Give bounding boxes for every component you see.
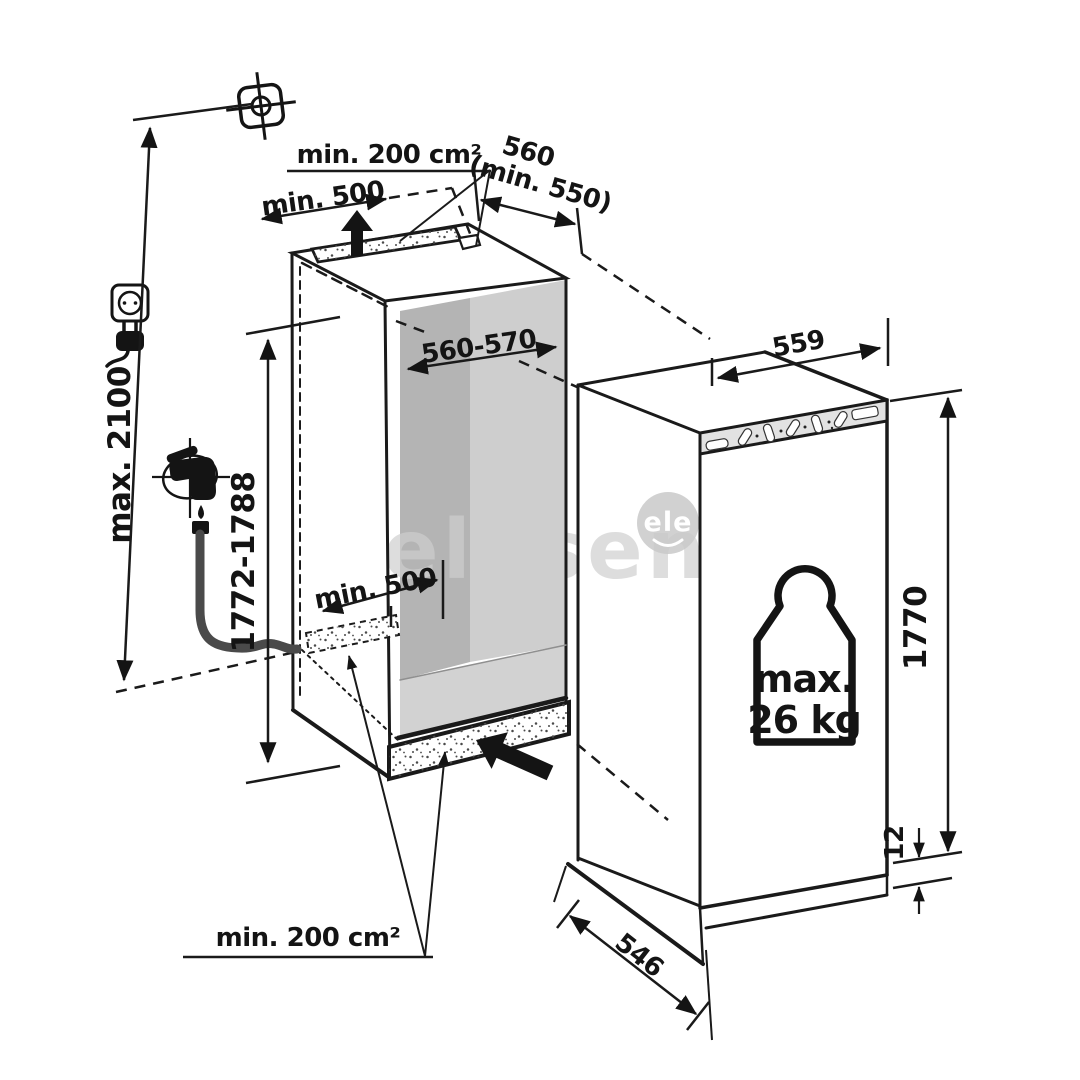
dimension-lines [116, 102, 963, 1041]
weight-max-label: max. [754, 657, 854, 701]
niche-height-label: 1772-1788 [226, 472, 262, 653]
watermark-badge-circle [637, 492, 699, 554]
top-vent-label: min. 200 cm² [297, 140, 482, 170]
weight-value-label: 26 kg [747, 698, 861, 742]
water-tap-icon [152, 438, 230, 534]
airflow-in-arrow [476, 732, 554, 781]
bottom-gap-label: 12 [880, 825, 910, 860]
top-clearance-label: min. 500 [260, 176, 387, 223]
appliance-width-label: 559 [770, 325, 827, 364]
bottom-vent-label: min. 200 cm² [216, 923, 401, 953]
top-vent-grille [309, 225, 482, 264]
control-panel [698, 398, 889, 456]
watermark-smile [652, 538, 684, 547]
watermark-badge-text: ele [644, 507, 693, 538]
mounting-cross-icon [226, 72, 296, 140]
weight-icon: max. 26 kg [747, 565, 862, 746]
appliance-depth-label: 546 [609, 928, 669, 984]
water-hose [195, 529, 302, 654]
floor-vent-strip [304, 613, 401, 655]
total-height-label: max. 2100 [102, 366, 138, 544]
appliance-height-label: 1770 [898, 586, 934, 670]
